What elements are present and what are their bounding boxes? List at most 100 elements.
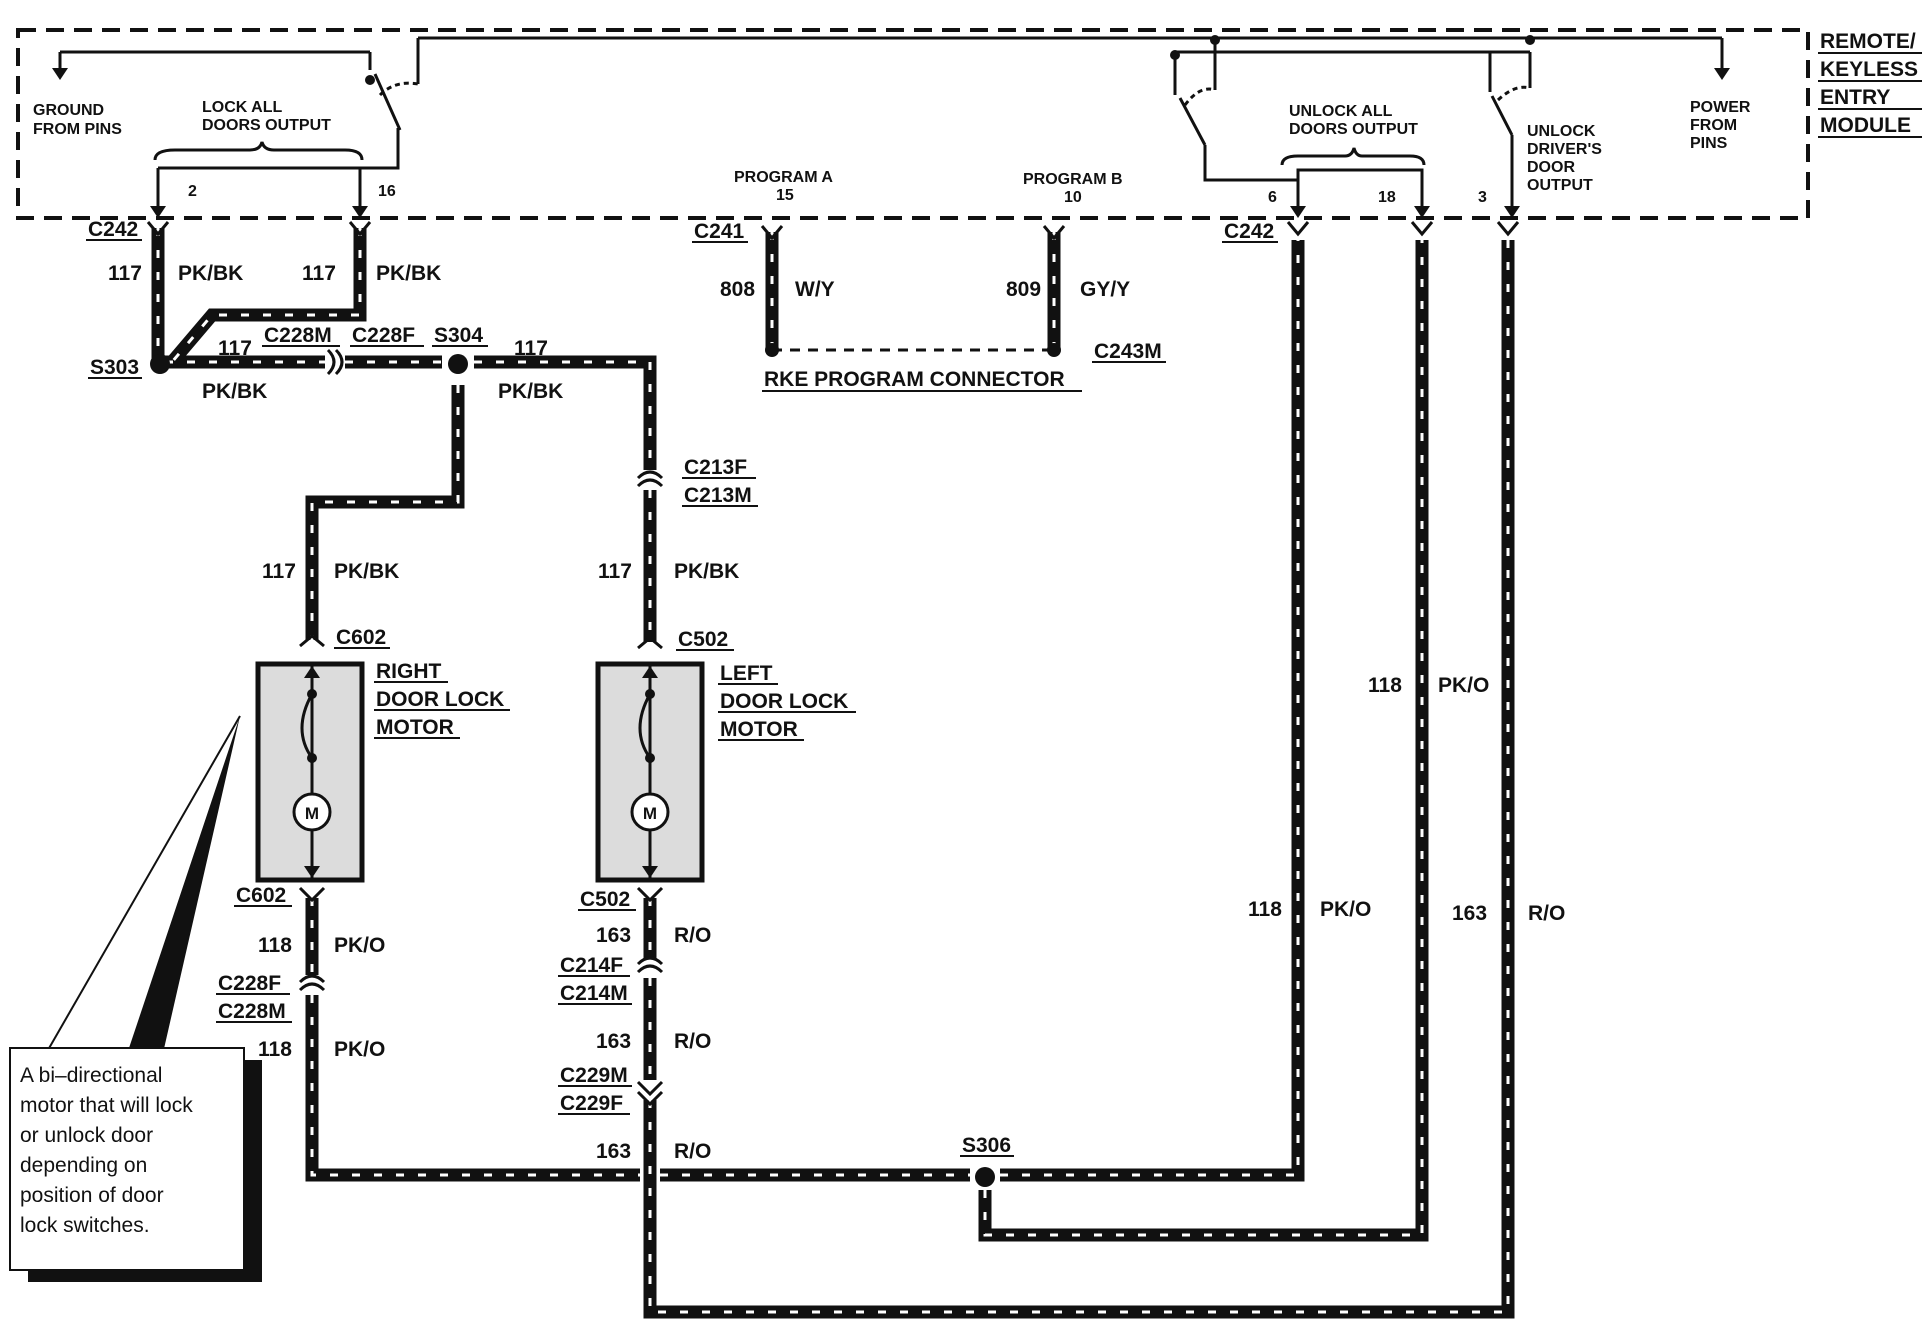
c602-bottom-mark	[298, 886, 326, 903]
right-motor-icon	[292, 792, 332, 832]
lock-output-bus	[158, 166, 362, 210]
wire-117-b-color: PK/BK	[376, 262, 441, 285]
c243m-pin-a	[765, 343, 779, 357]
driver-bus	[1488, 52, 1532, 92]
module-title-1: REMOTE/	[1820, 30, 1916, 53]
pin-6: 6	[1268, 189, 1277, 206]
unlock-driver-label-1: UNLOCK	[1527, 123, 1596, 140]
program-a-pin: 15	[776, 187, 794, 204]
c502-bottom-mark	[636, 886, 664, 903]
wire-163-c-color: R/O	[674, 1140, 711, 1163]
c228m-top-label: C228M	[264, 324, 332, 347]
c214f-label: C214F	[560, 954, 623, 977]
module-title-4: MODULE	[1820, 114, 1911, 137]
wire-117-left-top	[474, 355, 657, 470]
pin-2: 2	[188, 183, 197, 200]
note-line-4: depending on	[20, 1154, 147, 1177]
program-b-pin: 10	[1064, 189, 1082, 206]
switch-contact	[365, 75, 375, 85]
wire-808-color: W/Y	[795, 278, 835, 301]
unlock-driver-label-4: OUTPUT	[1527, 177, 1593, 194]
wire-809-color: GY/Y	[1080, 278, 1130, 301]
wire-118-a-color: PK/O	[334, 934, 385, 957]
wire-117-c-color: PK/BK	[202, 380, 267, 403]
unlock-all-brace	[1280, 147, 1426, 166]
wire-118-pin6	[1000, 240, 1305, 1182]
left-motor-label-2: DOOR LOCK	[720, 690, 848, 713]
program-b-label: PROGRAM B	[1023, 171, 1123, 188]
left-door-lock-motor: M	[595, 661, 705, 883]
right-motor-symbol: M	[305, 804, 319, 823]
wire-117-f-num: 117	[598, 560, 632, 583]
pin-arrow-icon	[1290, 206, 1306, 218]
note-box	[9, 1047, 245, 1271]
unlock-all-outputs	[1296, 168, 1424, 210]
unlock-driver-label-2: DRIVER'S	[1527, 141, 1602, 158]
right-motor-label-2: DOOR LOCK	[376, 688, 504, 711]
power-arrow-icon	[1714, 68, 1730, 80]
switch-contact	[1170, 50, 1180, 60]
pin-16: 16	[378, 183, 396, 200]
switch-contact	[1525, 35, 1535, 45]
ground-bus	[58, 50, 370, 70]
s304-label: S304	[434, 324, 483, 347]
lock-all-brace	[153, 141, 364, 161]
unlock-driver-label-3: DOOR	[1527, 159, 1575, 176]
left-motor-label-3: MOTOR	[720, 718, 798, 741]
right-motor-label-1: RIGHT	[376, 660, 442, 683]
wire-stripes	[156, 228, 1510, 1314]
unlock-all-label-2: DOORS OUTPUT	[1289, 121, 1418, 138]
wire-118-c-num: 118	[1368, 674, 1402, 697]
wire-118-d-color: PK/O	[1320, 898, 1371, 921]
c228f-top-label: C228F	[352, 324, 415, 347]
c213f-label: C213F	[684, 456, 747, 479]
left-motor-label-1: LEFT	[720, 662, 773, 685]
power-bus	[416, 36, 1722, 84]
wire-117-right-motor	[305, 385, 465, 640]
lock-all-label-1: LOCK ALL	[202, 99, 283, 116]
c242-left-pin2-mark	[146, 221, 170, 237]
wire-117-d-color: PK/BK	[498, 380, 563, 403]
c242-right-label: C242	[1224, 220, 1274, 243]
c242-right-pin3-mark	[1496, 221, 1520, 237]
c502-top-mark	[637, 636, 663, 650]
wire-163-b-num: 163	[596, 1030, 631, 1053]
module-title-2: KEYLESS	[1820, 58, 1918, 81]
rke-program-label: RKE PROGRAM CONNECTOR	[764, 368, 1065, 391]
c213m-label: C213M	[684, 484, 752, 507]
wire-117-f-color: PK/BK	[674, 560, 739, 583]
switch-contact	[1210, 35, 1220, 45]
note-line-5: position of door	[20, 1184, 164, 1207]
s306-splice	[975, 1167, 995, 1187]
c228-bottom-mark	[298, 974, 326, 992]
unlock-all-label-1: UNLOCK ALL	[1289, 103, 1393, 120]
left-motor-symbol: M	[643, 804, 657, 823]
c242-right-pin18-mark	[1410, 221, 1434, 237]
c214m-label: C214M	[560, 982, 628, 1005]
note-line-2: motor that will lock	[20, 1094, 193, 1117]
note-line-1: A bi–directional	[20, 1064, 162, 1087]
pin-3: 3	[1478, 189, 1487, 206]
c213-mark	[636, 470, 664, 488]
c229m-label: C229M	[560, 1064, 628, 1087]
c229f-label: C229F	[560, 1092, 623, 1115]
ground-arrow-icon	[52, 68, 68, 80]
unlock-all-dash	[1183, 87, 1216, 106]
module-boundary	[16, 28, 1810, 220]
power-label-2: FROM	[1690, 117, 1737, 134]
labels: C242 117 PK/BK 117 PK/BK S303 117 PK/BK …	[86, 218, 1565, 1163]
c243m-label: C243M	[1094, 340, 1162, 363]
c214-mark	[636, 956, 664, 974]
c602-top-label: C602	[336, 626, 386, 649]
c241-label: C241	[694, 220, 745, 243]
wire-117-d-num: 117	[514, 337, 548, 360]
c229-mark	[636, 1080, 664, 1107]
unlock-bus	[1173, 38, 1530, 95]
module-title-3: ENTRY	[1820, 86, 1890, 109]
lock-switch	[360, 73, 402, 170]
note-line-6: lock switches.	[20, 1214, 150, 1237]
c228m-bottom-label: C228M	[218, 1000, 286, 1023]
wire-163-d-color: R/O	[1528, 902, 1565, 925]
s306-label: S306	[962, 1134, 1011, 1157]
c602-bottom-label: C602	[236, 884, 286, 907]
